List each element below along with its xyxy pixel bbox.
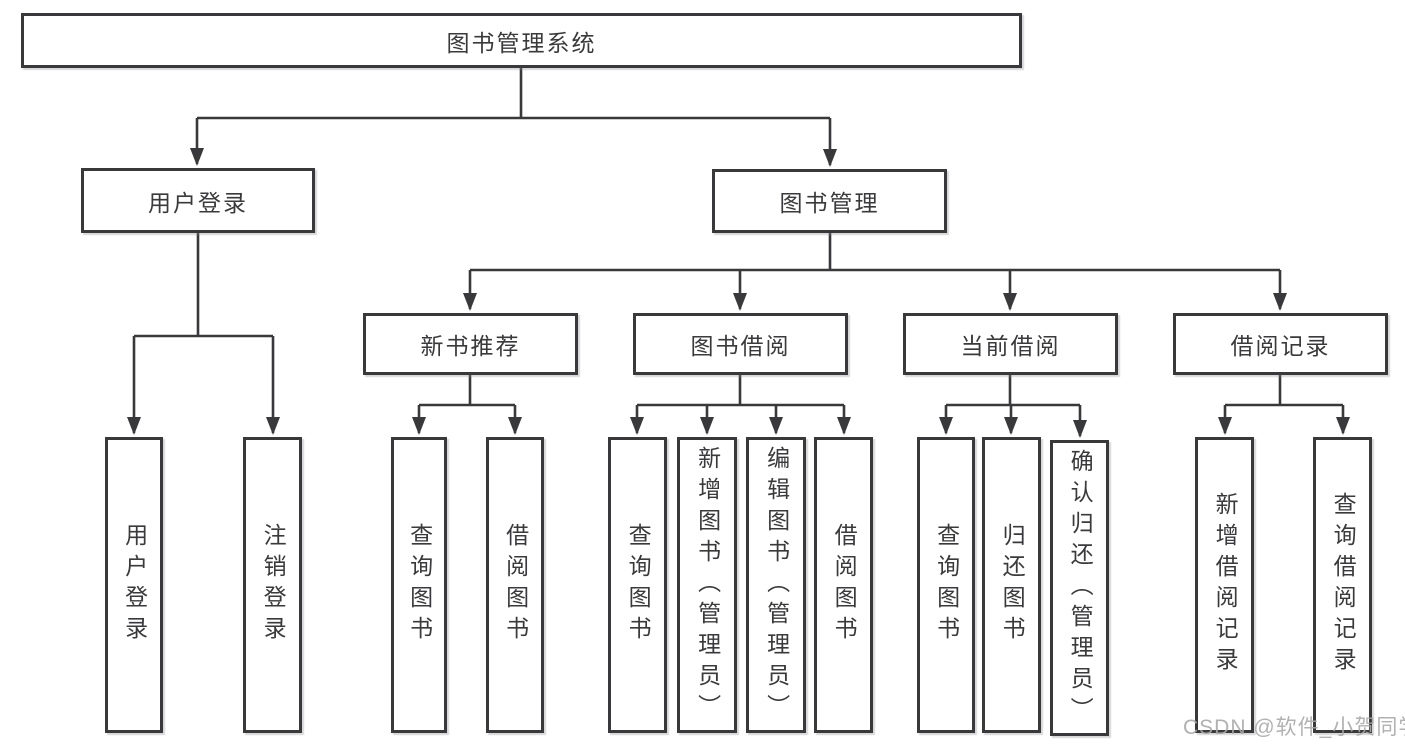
leaf-logout: 注销登录 [243,437,302,733]
node-new-book-recommend: 新书推荐 [363,313,578,375]
leaf-borrow-books-1: 借阅图书 [486,437,544,733]
leaf-query-books-1-label: 查询图书 [406,523,433,647]
leaf-query-books-2: 查询图书 [608,437,667,733]
csdn-watermark: CSDN @软件_小贺同学 [1183,716,1405,739]
leaf-edit-book-admin-label: 编辑图书（管理员） [763,445,790,725]
leaf-add-borrow-record-label: 新增借阅记录 [1212,492,1239,678]
leaf-borrow-books-2: 借阅图书 [814,437,873,733]
leaf-query-borrow-record: 查询借阅记录 [1313,437,1372,733]
leaf-logout-label: 注销登录 [260,523,287,647]
leaf-query-books-3: 查询图书 [917,437,975,733]
node-book-borrow-label: 图书借阅 [690,333,791,359]
node-borrow-records: 借阅记录 [1173,313,1388,375]
leaf-add-borrow-record: 新增借阅记录 [1195,437,1254,733]
node-borrow-records-label: 借阅记录 [1230,333,1331,359]
node-root-label: 图书管理系统 [446,29,597,56]
leaf-add-book-admin-label: 新增图书（管理员） [694,445,721,725]
node-current-borrow: 当前借阅 [903,313,1118,375]
leaf-query-books-1: 查询图书 [391,437,447,733]
leaf-borrow-books-1-label: 借阅图书 [502,523,529,647]
node-user-login-label: 用户登录 [148,189,248,216]
node-new-book-recommend-label: 新书推荐 [420,333,521,359]
leaf-borrow-books-2-label: 借阅图书 [831,523,858,647]
node-user-login: 用户登录 [81,168,315,233]
node-root: 图书管理系统 [21,13,1022,68]
node-book-management: 图书管理 [712,169,947,233]
leaf-user-login-label: 用户登录 [121,523,148,647]
leaf-query-borrow-record-label: 查询借阅记录 [1330,492,1357,678]
leaf-query-books-2-label: 查询图书 [625,523,652,647]
leaf-add-book-admin: 新增图书（管理员） [677,437,737,733]
leaf-confirm-return-admin-label: 确认归还（管理员） [1067,448,1094,728]
node-current-borrow-label: 当前借阅 [960,333,1061,359]
leaf-return-books-label: 归还图书 [999,523,1026,647]
node-book-management-label: 图书管理 [779,190,880,216]
leaf-edit-book-admin: 编辑图书（管理员） [746,437,806,733]
leaf-user-login: 用户登录 [105,437,163,733]
node-book-borrow: 图书借阅 [633,313,848,375]
leaf-query-books-3-label: 查询图书 [933,523,960,647]
leaf-confirm-return-admin: 确认归还（管理员） [1050,440,1109,736]
leaf-return-books: 归还图书 [982,437,1041,733]
